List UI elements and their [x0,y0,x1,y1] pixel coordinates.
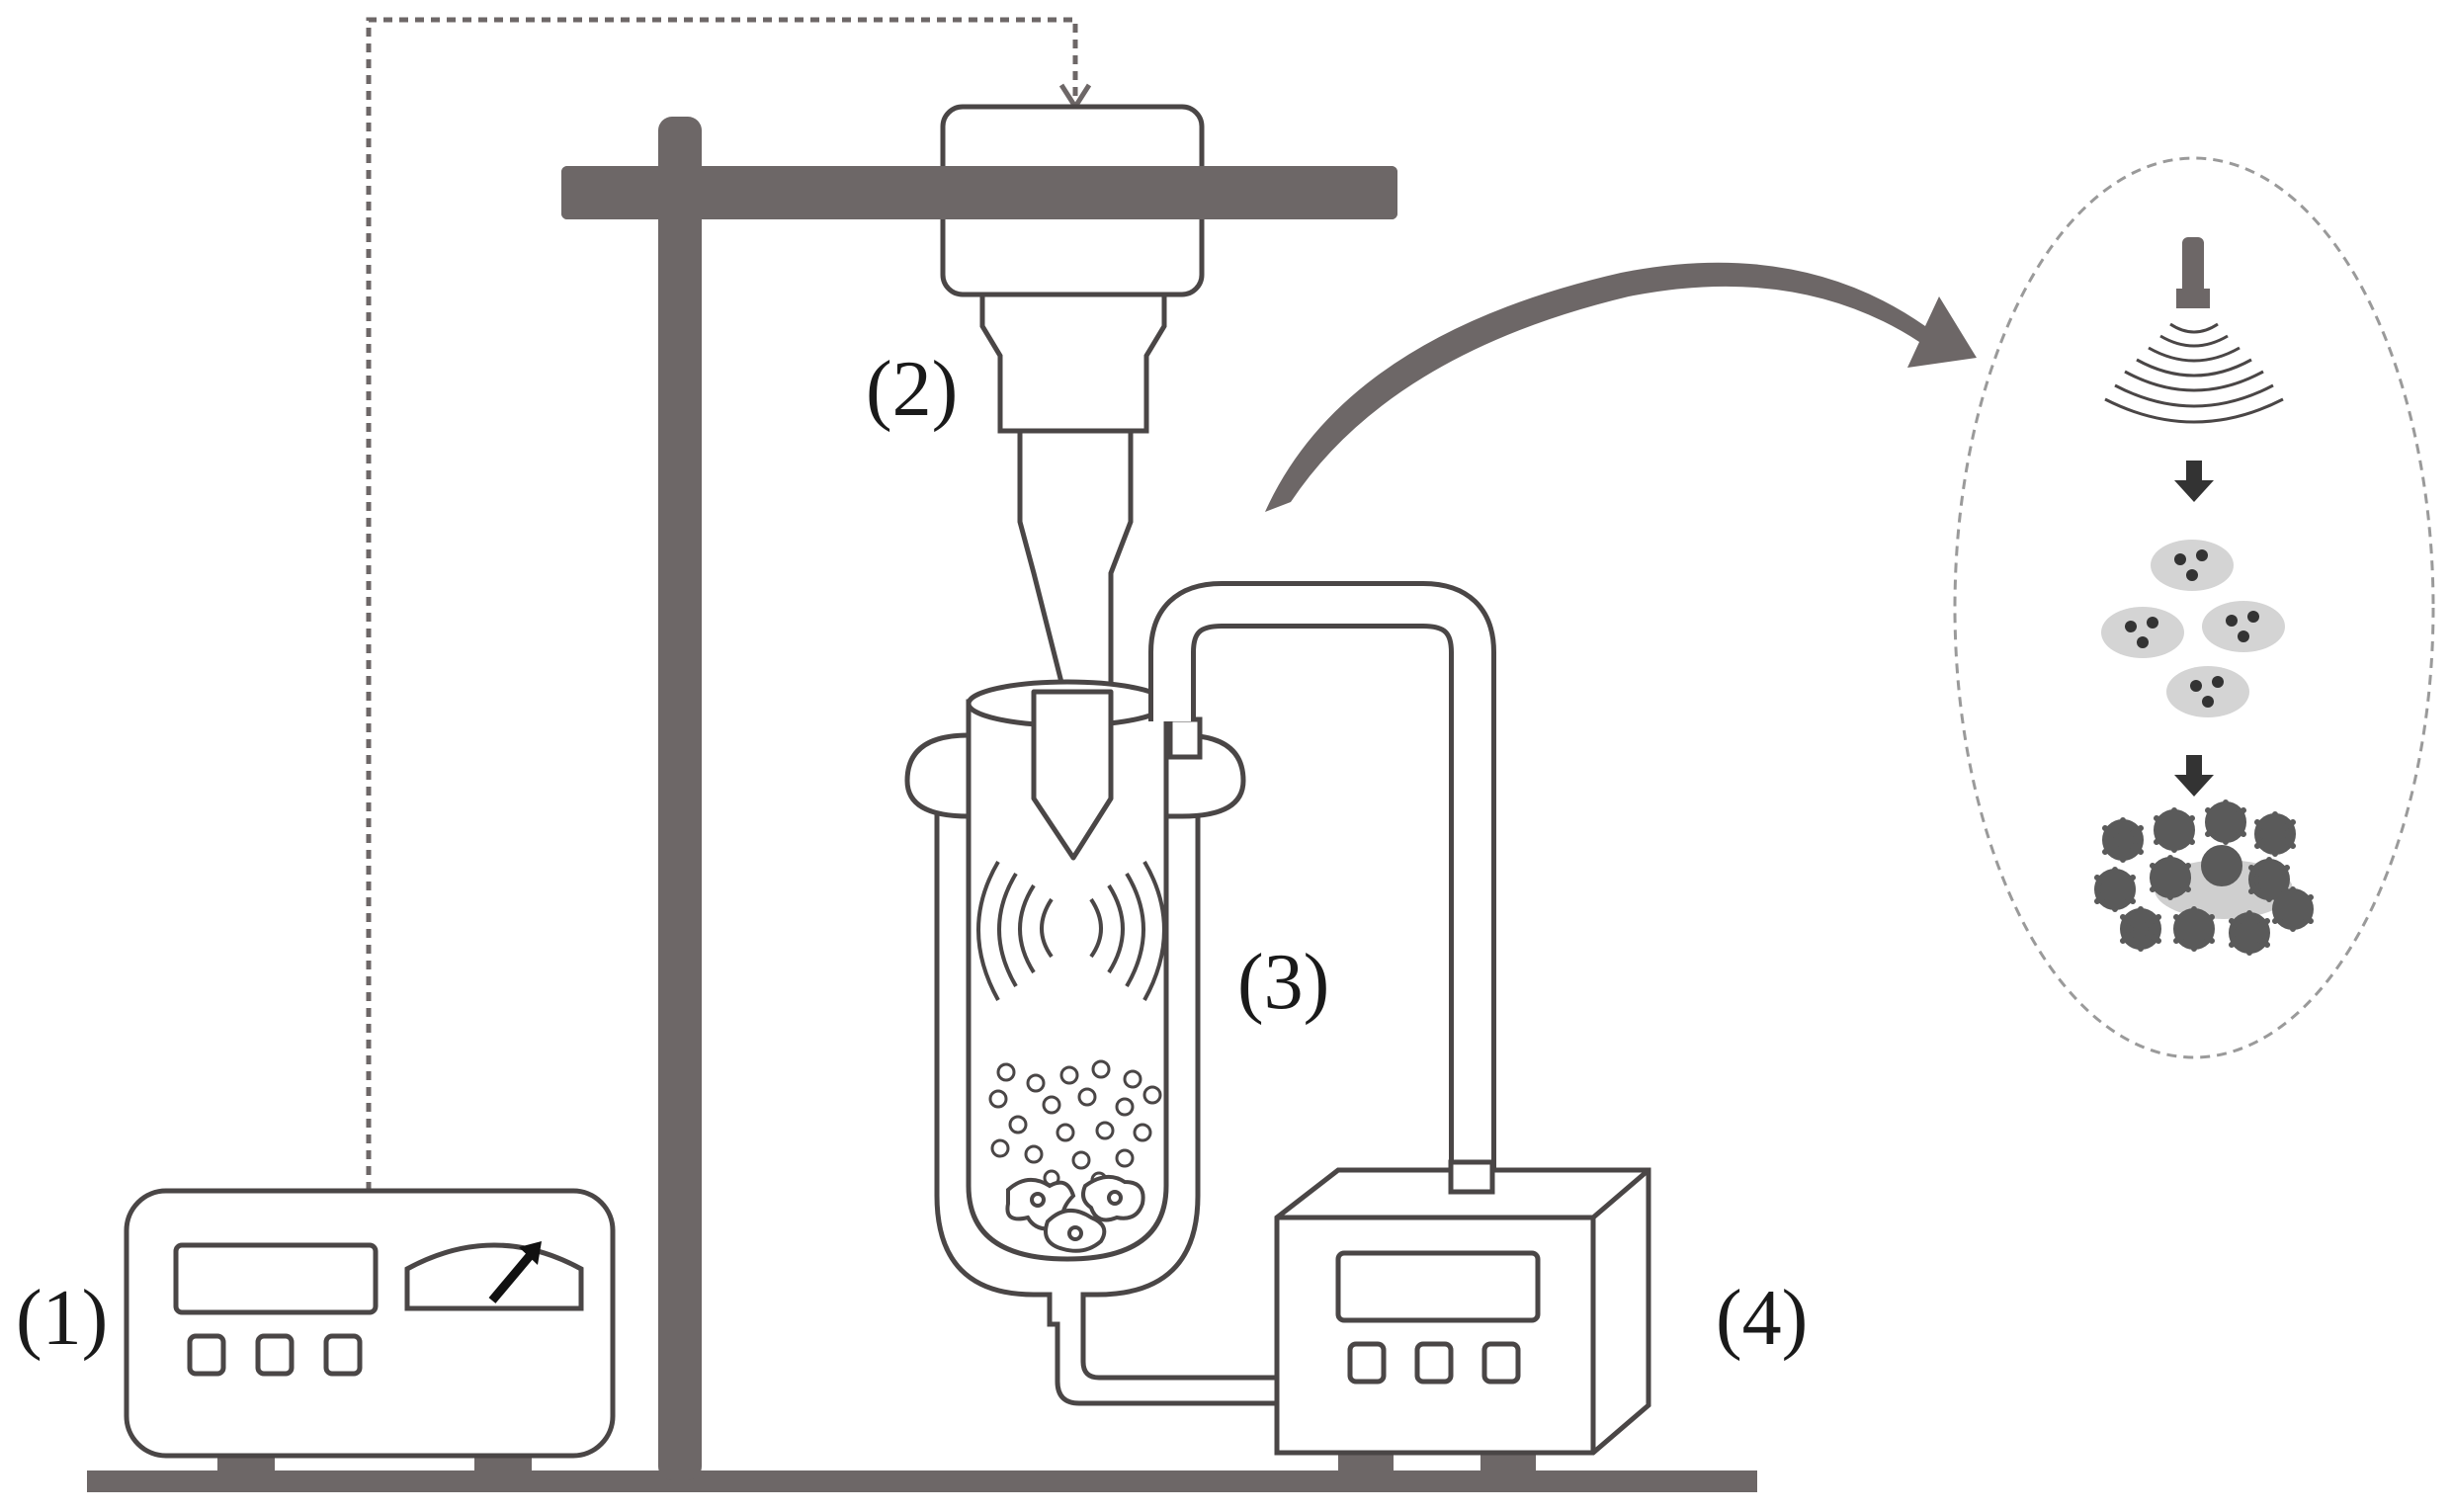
label-vessel: (3) [1237,939,1329,1026]
generator-display [173,1242,379,1315]
label-generator: (1) [16,1275,108,1362]
label-transducer: (2) [866,346,958,433]
down-arrow-icon [2174,461,2214,502]
down-arrow-icon [2174,755,2214,797]
generator-meter [404,1241,584,1311]
curved-arrow-icon [1265,262,1977,512]
generator-button-1 [187,1333,226,1377]
dispersed-particles [2101,540,2285,717]
jacketed-vessel [904,679,1284,1406]
generator-button-2 [255,1333,295,1377]
mechanism-inset [1953,156,2435,1059]
bench-base [87,1470,1757,1492]
label-chiller: (4) [1716,1275,1808,1362]
cell-clumps [1005,1174,1145,1253]
cooling-tube [1148,581,1496,1198]
cavitation-bubbles [988,1059,1162,1189]
chiller-display [1335,1250,1541,1323]
ultrasound-wave-icon [976,860,1166,1001]
stand-pole [658,117,702,1480]
chiller-unit [1274,1159,1651,1472]
generator-button-3 [323,1333,363,1377]
ultrasonic-generator [124,1188,616,1472]
ultrasound-wave-icon [2104,322,2284,424]
probe-tip-icon [2176,237,2210,308]
chiller-button-2 [1414,1341,1454,1385]
chiller-button-1 [1347,1341,1387,1385]
aggregated-clusters [2094,799,2314,956]
chiller-button-3 [1481,1341,1521,1385]
stand-arm-front [561,166,1397,219]
